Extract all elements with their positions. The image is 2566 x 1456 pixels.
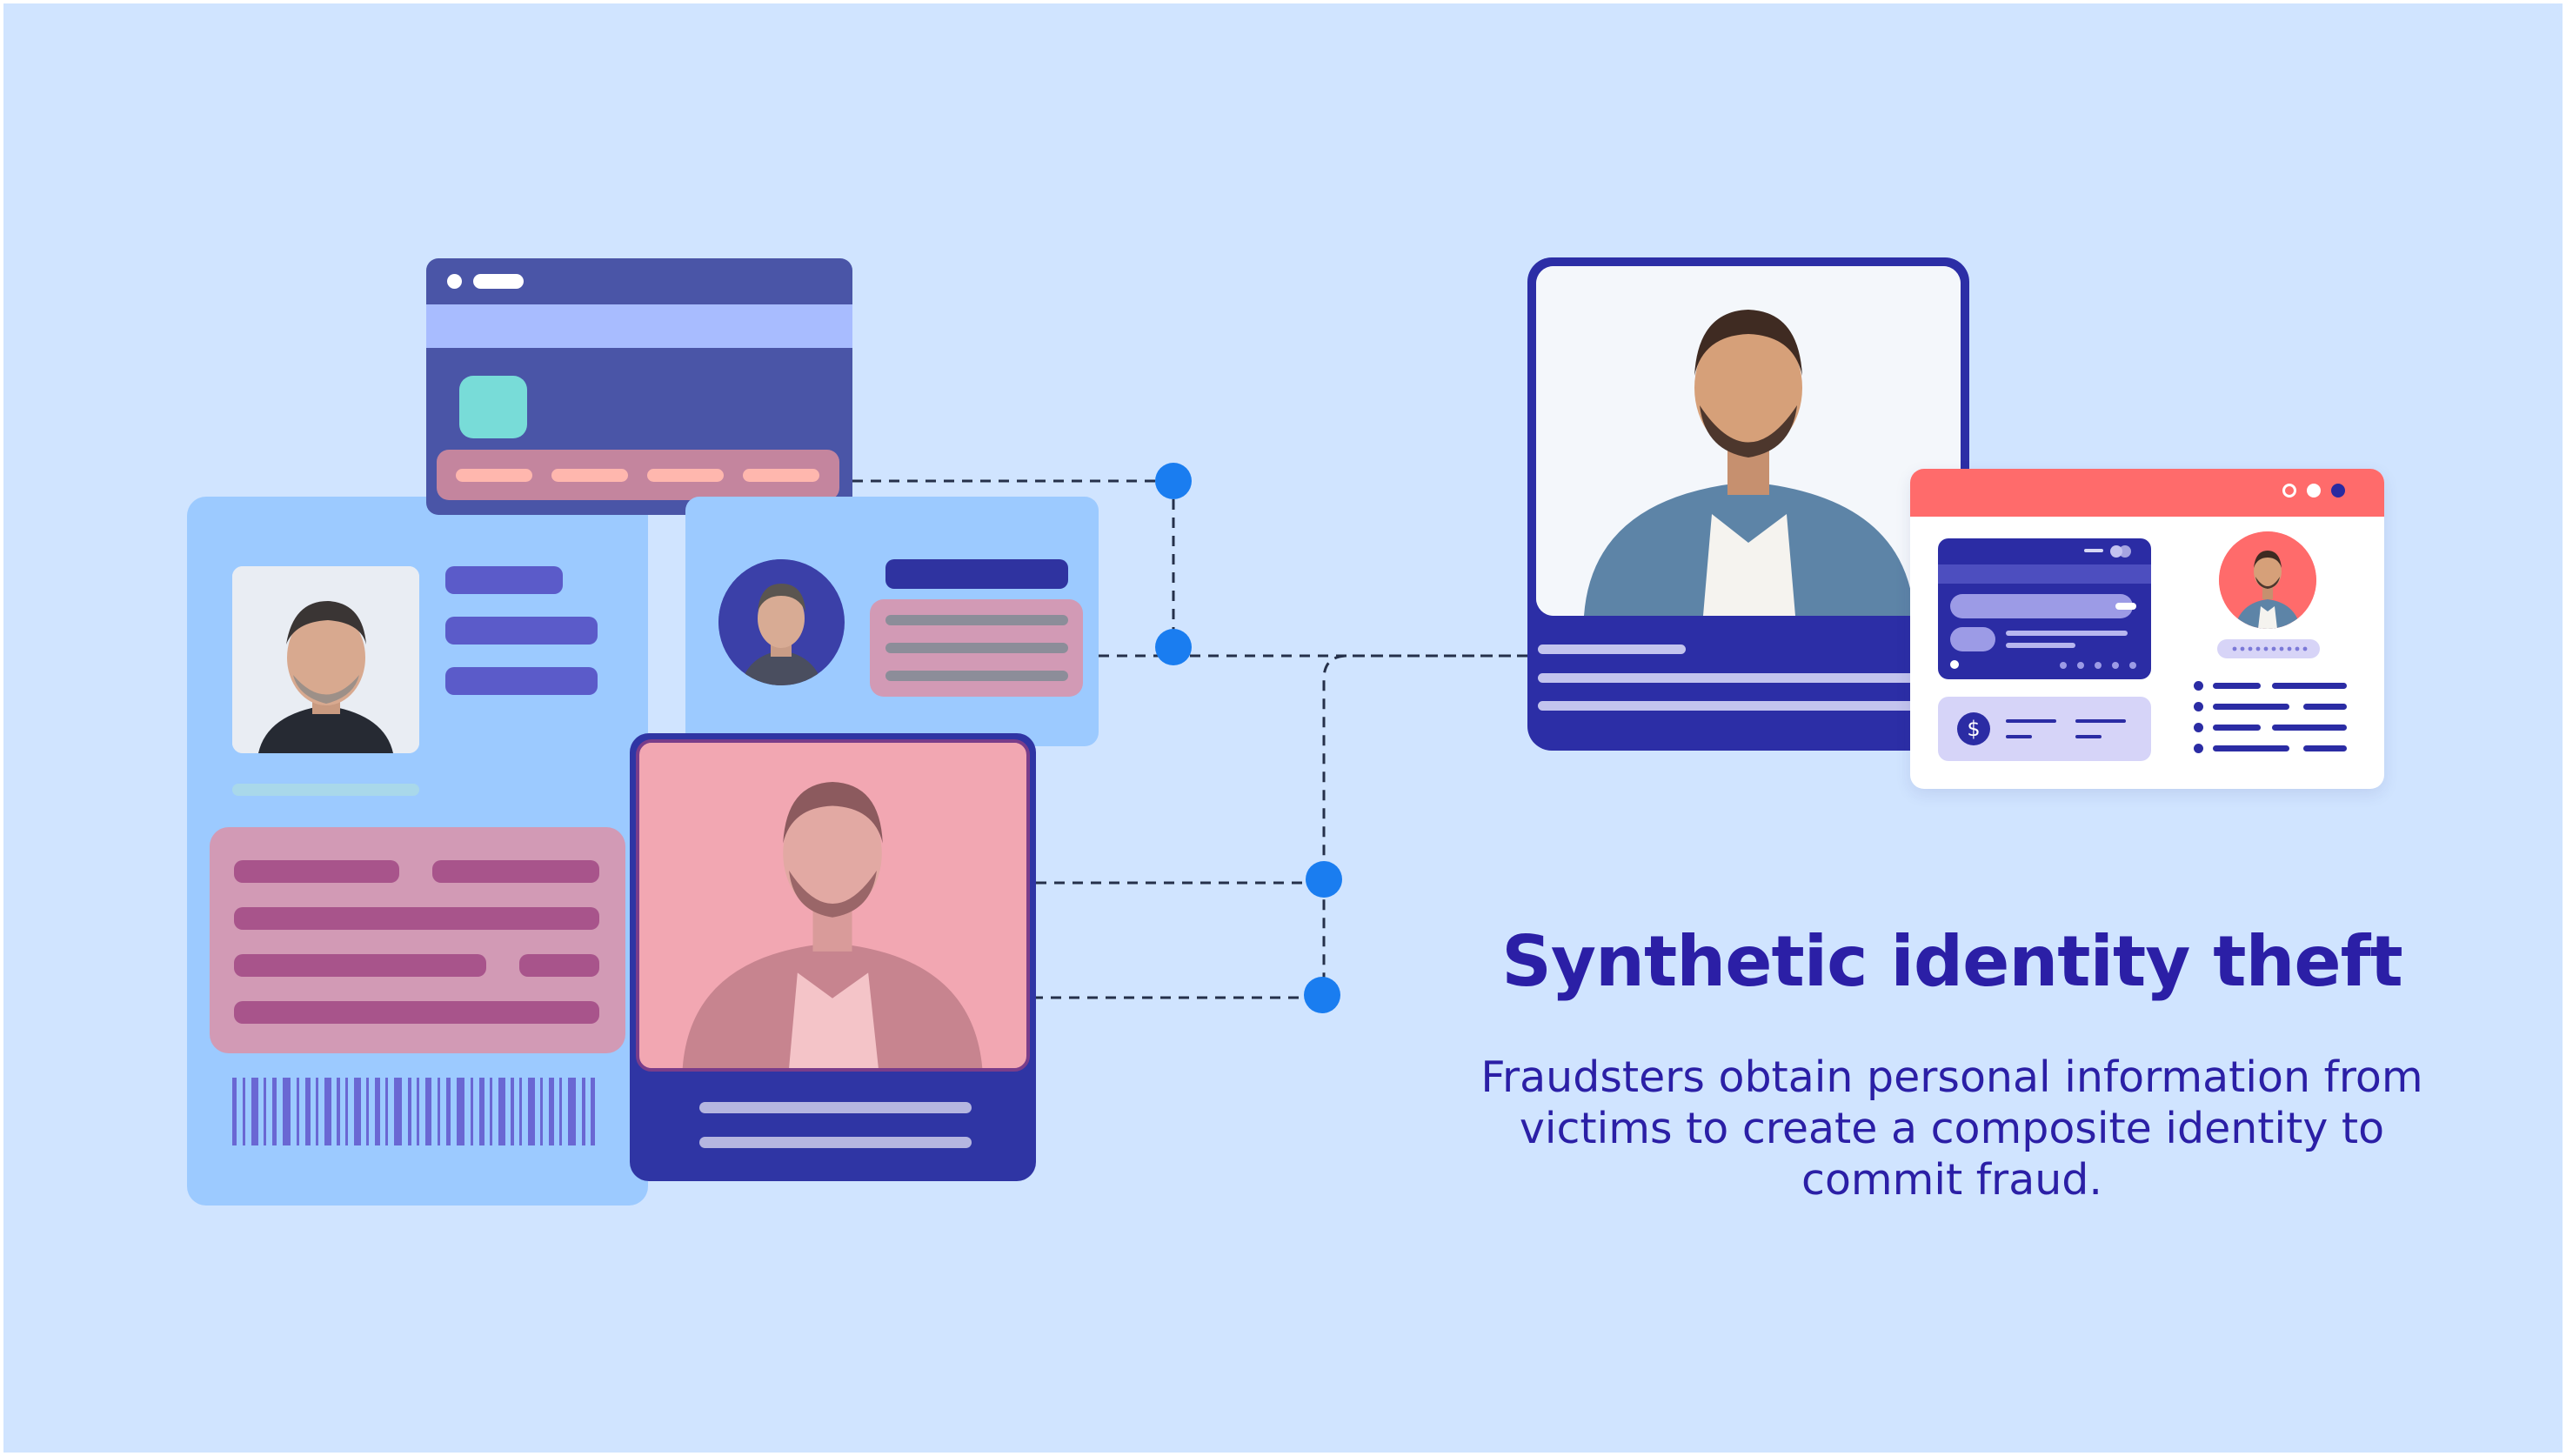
text-placeholder-bar xyxy=(1538,645,1686,654)
card-dot-icon xyxy=(2095,662,2102,669)
text-placeholder-bar xyxy=(519,954,599,977)
text-placeholder-bar xyxy=(2115,603,2136,610)
masked-text-icon xyxy=(2232,646,2308,651)
profile-avatar xyxy=(718,559,845,685)
text-placeholder-bar xyxy=(2006,735,2032,738)
text-placeholder-bar xyxy=(445,566,563,594)
list-bullet-icon xyxy=(2194,681,2203,691)
text-placeholder-bar xyxy=(234,907,599,930)
text-placeholder-bar xyxy=(2213,725,2261,731)
person-portrait-icon xyxy=(639,743,1026,1068)
window-maximize-icon xyxy=(2307,484,2321,498)
headline: Synthetic identity theft xyxy=(1501,921,2402,1002)
text-placeholder-bar xyxy=(699,1102,972,1113)
person-portrait-icon xyxy=(232,566,419,753)
text-placeholder-bar xyxy=(2006,643,2075,648)
card-stripe xyxy=(1938,564,2151,584)
illustration-canvas: $ xyxy=(3,3,2563,1453)
card-brand-icon xyxy=(2119,545,2131,558)
connector-node xyxy=(1155,463,1192,499)
text-placeholder-bar xyxy=(232,784,419,796)
card-dot-icon xyxy=(1950,660,1959,669)
text-placeholder-bar xyxy=(2075,719,2126,723)
mini-card xyxy=(1938,538,2151,679)
text-placeholder-bar xyxy=(1538,673,1959,683)
window-tab-pill xyxy=(473,274,524,289)
connector-node xyxy=(1306,861,1342,898)
connector-node xyxy=(1304,977,1340,1013)
card-number-strip xyxy=(437,450,839,500)
text-placeholder-bar xyxy=(885,559,1068,589)
card-number-group xyxy=(551,469,628,482)
list-bullet-icon xyxy=(2194,723,2203,732)
card-dot-icon xyxy=(2129,662,2136,669)
detail-list xyxy=(2194,671,2350,766)
card-chip-icon xyxy=(459,376,527,438)
text-placeholder-bar xyxy=(2006,719,2056,723)
text-placeholder-bar xyxy=(2213,745,2289,751)
text-placeholder-bar xyxy=(885,643,1068,653)
text-placeholder-bar xyxy=(2213,704,2289,710)
info-block xyxy=(870,599,1083,697)
connector-node xyxy=(1155,629,1192,665)
text-placeholder-bar xyxy=(445,617,598,645)
description: Fraudsters obtain personal information f… xyxy=(1480,1052,2423,1205)
text-placeholder-bar xyxy=(2006,631,2128,636)
text-placeholder-bar xyxy=(234,1001,599,1024)
text-placeholder-bar xyxy=(234,860,399,883)
selfie-card xyxy=(630,733,1036,1181)
composite-identity-frame xyxy=(1527,257,1969,751)
text-placeholder-bar xyxy=(1538,701,1959,711)
composite-photo xyxy=(1536,266,1961,616)
profile-card xyxy=(685,497,1099,746)
payment-row: $ xyxy=(1938,697,2151,761)
card-dot-icon xyxy=(2112,662,2119,669)
list-bullet-icon xyxy=(2194,744,2203,753)
window-close-icon xyxy=(2331,484,2345,498)
card-dot-icon xyxy=(2077,662,2084,669)
text-placeholder-bar xyxy=(2272,683,2347,689)
text-placeholder-bar xyxy=(885,671,1068,681)
text-placeholder-bar xyxy=(2084,549,2103,552)
username-pill xyxy=(2217,639,2320,658)
text-placeholder-bar xyxy=(445,667,598,695)
text-placeholder-bar xyxy=(2075,735,2102,738)
card-number-group xyxy=(743,469,819,482)
text-placeholder-bar xyxy=(432,860,599,883)
dollar-icon: $ xyxy=(1957,712,1990,745)
account-dashboard-window: $ xyxy=(1910,469,2384,789)
card-number-group xyxy=(456,469,532,482)
person-avatar-icon xyxy=(718,559,844,685)
card-number-group xyxy=(647,469,724,482)
card-number-field xyxy=(1950,594,2133,618)
payment-card-window xyxy=(426,258,852,515)
account-avatar xyxy=(2219,531,2316,629)
card-field xyxy=(1950,627,1995,651)
window-title-bar xyxy=(1910,469,2384,517)
text-placeholder-bar xyxy=(2303,745,2347,751)
text-placeholder-bar xyxy=(234,954,486,977)
window-minimize-icon xyxy=(2282,484,2296,498)
text-placeholder-bar xyxy=(885,615,1068,625)
list-bullet-icon xyxy=(2194,702,2203,711)
text-placeholder-bar xyxy=(699,1137,972,1148)
info-block xyxy=(210,827,625,1053)
barcode-icon xyxy=(232,1078,595,1145)
text-placeholder-bar xyxy=(2272,725,2347,731)
id-photo xyxy=(232,566,419,753)
window-address-bar xyxy=(426,304,852,348)
person-avatar-icon xyxy=(2219,531,2316,629)
card-dot-icon xyxy=(2060,662,2067,669)
window-dot-icon xyxy=(447,274,462,289)
text-placeholder-bar xyxy=(2303,704,2347,710)
person-portrait-icon xyxy=(1536,266,1961,616)
selfie-photo xyxy=(636,739,1030,1072)
text-placeholder-bar xyxy=(2213,683,2261,689)
id-document-card xyxy=(187,497,648,1206)
